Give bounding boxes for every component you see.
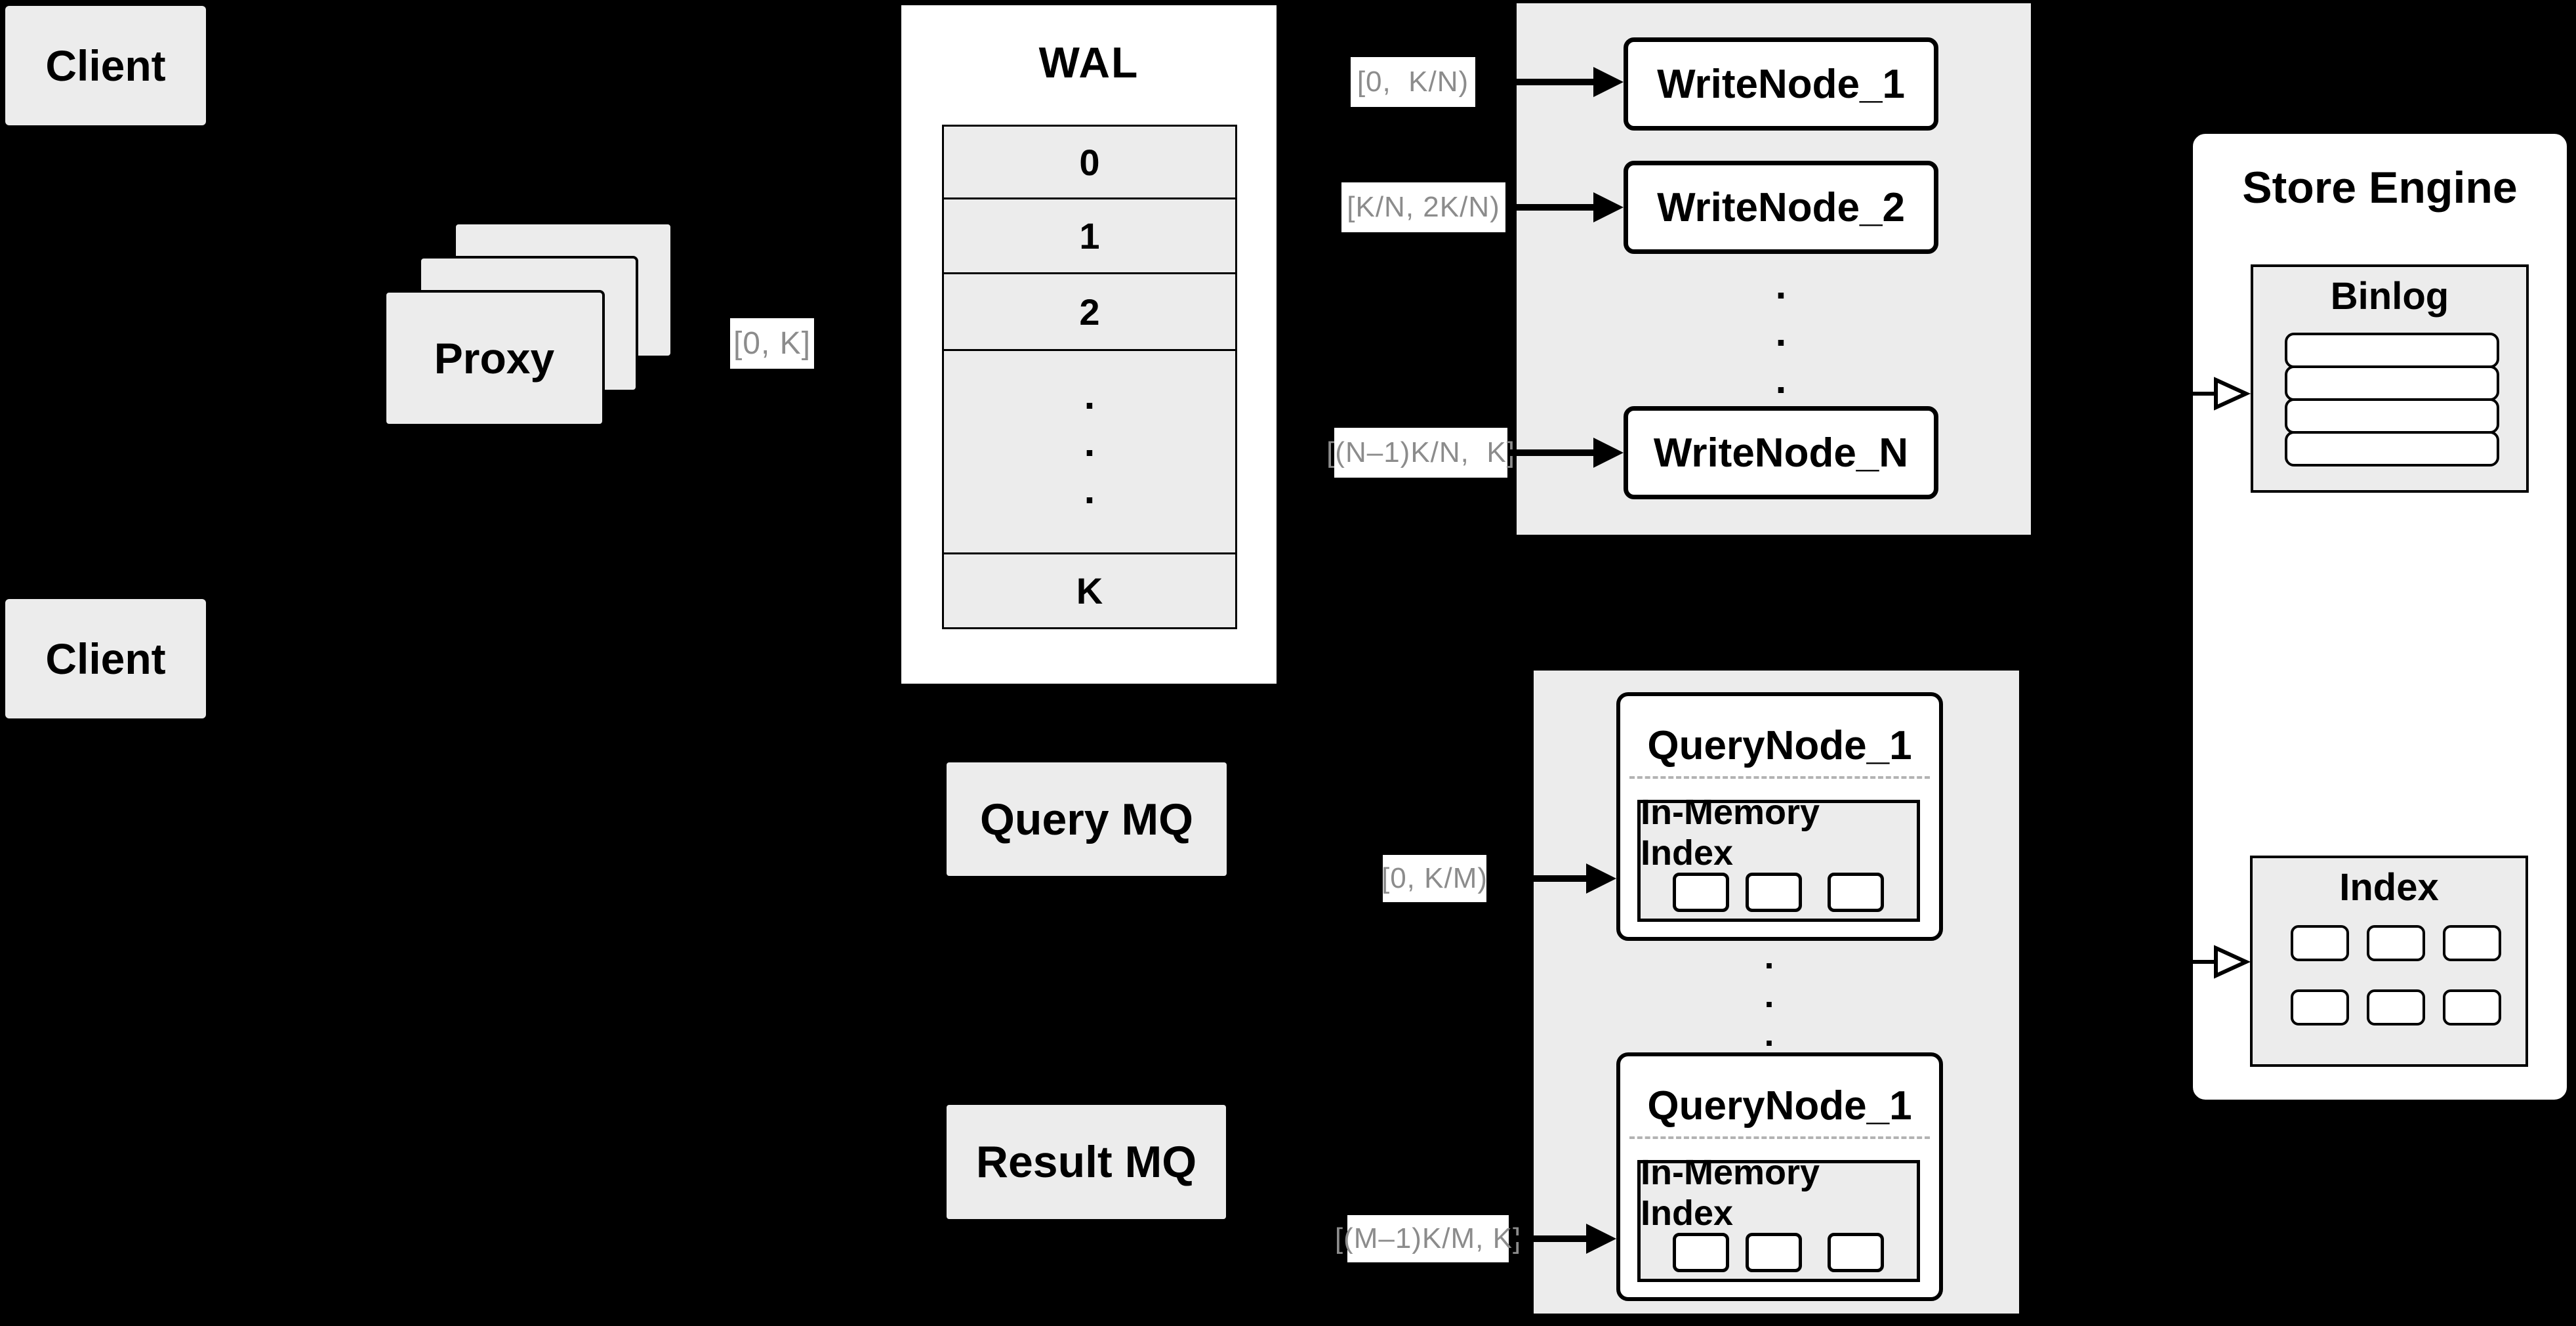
- wal-row-k: K: [942, 552, 1237, 629]
- arrow-to-querynode-top-icon: [1488, 875, 1586, 882]
- binlog-rows: [2285, 333, 2499, 466]
- segment-cell: [1673, 1233, 1729, 1272]
- arrow-to-binlog-icon: [2120, 377, 2251, 411]
- wal-table: 0 1 2 K: [942, 125, 1237, 629]
- write-node-ellipsis-dots: ...: [1775, 263, 1787, 402]
- query-node-bottom-divider: [1629, 1136, 1930, 1139]
- segment-cell: [1828, 873, 1884, 912]
- binlog-row: [2285, 431, 2499, 466]
- write-node-2-label: WriteNode_2: [1657, 184, 1905, 230]
- result-mq-label: Result MQ: [975, 1137, 1197, 1187]
- range-label-writenode-2: [K/N, 2K/N): [1341, 182, 1505, 232]
- wal-ellipsis-dots: ...: [1084, 373, 1095, 512]
- index-cell: [2367, 989, 2425, 1026]
- wal-title: WAL: [1038, 38, 1139, 87]
- in-memory-index-top-box: In-Memory Index: [1637, 793, 1920, 922]
- wal-row-1: 1: [942, 197, 1237, 274]
- store-engine-title: Store Engine: [2242, 163, 2518, 213]
- store-engine-title-wrap: Store Engine: [2190, 157, 2570, 218]
- write-node-1-label: WriteNode_1: [1657, 61, 1905, 107]
- arrow-to-querynode-bottom-icon: [1510, 1235, 1586, 1242]
- query-node-top-title-wrap: QueryNode_1: [1620, 717, 1939, 774]
- client-top-box: Client: [5, 6, 206, 125]
- client-top-label: Client: [45, 41, 166, 90]
- wal-row-2: 2: [942, 272, 1237, 351]
- range-label-writenode-n: [(N–1)K/N, K]: [1326, 428, 1515, 478]
- in-memory-index-bottom-title: In-Memory Index: [1641, 1153, 1820, 1233]
- index-cell: [2291, 989, 2349, 1026]
- index-title: Index: [2339, 865, 2439, 909]
- query-node-bottom-box: QueryNode_1 In-Memory Index: [1616, 1052, 1943, 1301]
- query-mq-label: Query MQ: [980, 794, 1193, 844]
- range-label-querynode-top: [0, K/M): [1381, 855, 1487, 902]
- wal-row-0-label: 0: [1079, 141, 1100, 183]
- arrow-to-writenode-n-icon: [1509, 449, 1593, 456]
- write-node-n-box: WriteNode_N: [1624, 406, 1938, 499]
- index-title-wrap: Index: [2253, 863, 2525, 911]
- client-bottom-box: Client: [5, 599, 206, 718]
- query-node-bottom-title-wrap: QueryNode_1: [1620, 1077, 1939, 1134]
- wal-row-2-label: 2: [1079, 291, 1100, 333]
- binlog-row: [2285, 398, 2499, 434]
- query-mq-box: Query MQ: [947, 762, 1227, 876]
- arrow-to-index-icon: [2120, 945, 2251, 979]
- binlog-title-wrap: Binlog: [2253, 272, 2526, 320]
- proxy-box: Proxy: [384, 290, 605, 426]
- index-box: Index: [2250, 856, 2528, 1067]
- binlog-row: [2285, 365, 2499, 401]
- write-node-2-box: WriteNode_2: [1624, 161, 1938, 254]
- segment-cell: [1673, 873, 1729, 912]
- index-cell: [2291, 925, 2349, 961]
- query-node-top-box: QueryNode_1 In-Memory Index: [1616, 692, 1943, 941]
- write-node-1-box: WriteNode_1: [1624, 37, 1938, 131]
- query-node-top-divider: [1629, 776, 1930, 779]
- index-cell: [2367, 925, 2425, 961]
- arrow-to-writenode-1-icon: [1476, 79, 1593, 85]
- segment-cell: [1746, 1233, 1802, 1272]
- client-bottom-label: Client: [45, 634, 166, 683]
- range-label-proxy-wal: [0, K]: [730, 318, 814, 369]
- binlog-box: Binlog: [2251, 264, 2529, 493]
- index-cell: [2443, 989, 2501, 1026]
- wal-title-wrap: WAL: [897, 34, 1280, 91]
- binlog-row: [2285, 333, 2499, 368]
- query-node-ellipsis-dots: . . .: [1764, 937, 1774, 1054]
- query-node-bottom-title: QueryNode_1: [1647, 1083, 1912, 1129]
- segment-cell: [1746, 873, 1802, 912]
- wal-row-1-label: 1: [1079, 215, 1100, 257]
- in-memory-index-top-title: In-Memory Index: [1641, 793, 1820, 873]
- result-mq-box: Result MQ: [947, 1105, 1226, 1219]
- query-node-top-title: QueryNode_1: [1647, 722, 1912, 768]
- wal-row-0: 0: [942, 125, 1237, 199]
- in-memory-index-bottom-box: In-Memory Index: [1637, 1153, 1920, 1282]
- index-cell: [2443, 925, 2501, 961]
- arrow-to-writenode-2-icon: [1506, 204, 1593, 211]
- proxy-label: Proxy: [434, 334, 555, 383]
- range-label-writenode-1: [0, K/N): [1351, 57, 1475, 107]
- wal-row-k-label: K: [1076, 570, 1103, 611]
- write-node-n-label: WriteNode_N: [1653, 430, 1909, 476]
- segment-cell: [1828, 1233, 1884, 1272]
- range-label-querynode-bottom: [(M–1)K/M, K]: [1335, 1215, 1521, 1262]
- binlog-title: Binlog: [2330, 274, 2449, 318]
